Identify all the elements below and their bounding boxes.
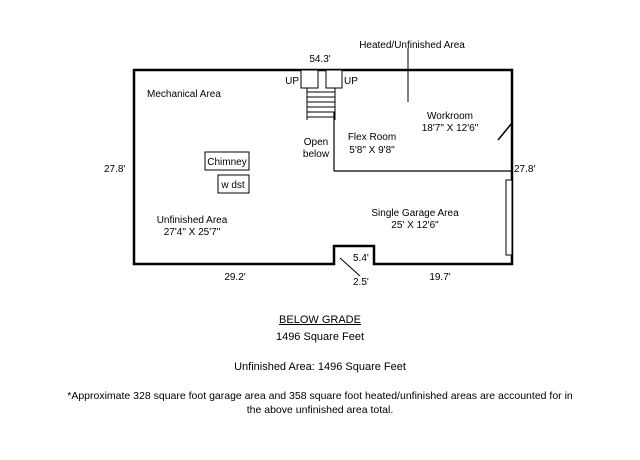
label-open-below-2: below — [303, 149, 330, 160]
label-workroom-name: Workroom — [427, 111, 473, 122]
wood-stove-box — [217, 174, 250, 194]
label-garage-size: 25' X 12'6" — [391, 220, 439, 231]
label-up-left: UP — [285, 76, 299, 87]
footnote: *Approximate 328 square foot garage area… — [67, 390, 573, 416]
label-flex-room-name: Flex Room — [348, 132, 396, 143]
dimension-top: 54.3' — [309, 54, 330, 65]
dimension-bottom-left: 29.2' — [224, 272, 245, 283]
label-garage-name: Single Garage Area — [371, 208, 459, 219]
door-swing — [497, 122, 513, 141]
floor-plan: 54.3' Heated/Unfinished Area Mechanical … — [104, 40, 535, 288]
dimension-bottom-right: 19.7' — [429, 272, 450, 283]
label-unfinished-name: Unfinished Area — [157, 215, 228, 226]
plan-title: BELOW GRADE — [279, 314, 361, 326]
stairs — [300, 69, 343, 120]
label-up-right: UP — [344, 76, 358, 87]
chimney-box — [204, 151, 250, 171]
label-mechanical-area: Mechanical Area — [147, 89, 221, 100]
label-chimney: Chimney — [207, 157, 246, 168]
dimension-notch-width: 2.5' — [353, 277, 369, 288]
stairs-landing-right — [325, 69, 343, 89]
dimension-right: 27.8' — [514, 164, 535, 175]
notch-dimension-line — [339, 257, 361, 277]
label-unfinished-size: 27'4" X 25'7" — [164, 227, 221, 238]
exterior-wall — [132, 68, 514, 266]
dimension-notch-depth: 5.4' — [353, 253, 369, 264]
garage-door — [505, 179, 513, 256]
label-workroom-size: 18'7" X 12'6" — [422, 123, 479, 134]
label-heated-unfinished: Heated/Unfinished Area — [359, 40, 465, 51]
total-square-feet: 1496 Square Feet — [275, 331, 365, 343]
dimension-left: 27.8' — [104, 164, 125, 175]
unfinished-square-feet: Unfinished Area: 1496 Square Feet — [234, 361, 406, 373]
stairs-landing-left — [300, 69, 319, 89]
label-open-below-1: Open — [304, 137, 328, 148]
label-wood-stove: w dst — [220, 180, 245, 191]
label-flex-room-size: 5'8" X 9'8" — [349, 145, 395, 156]
